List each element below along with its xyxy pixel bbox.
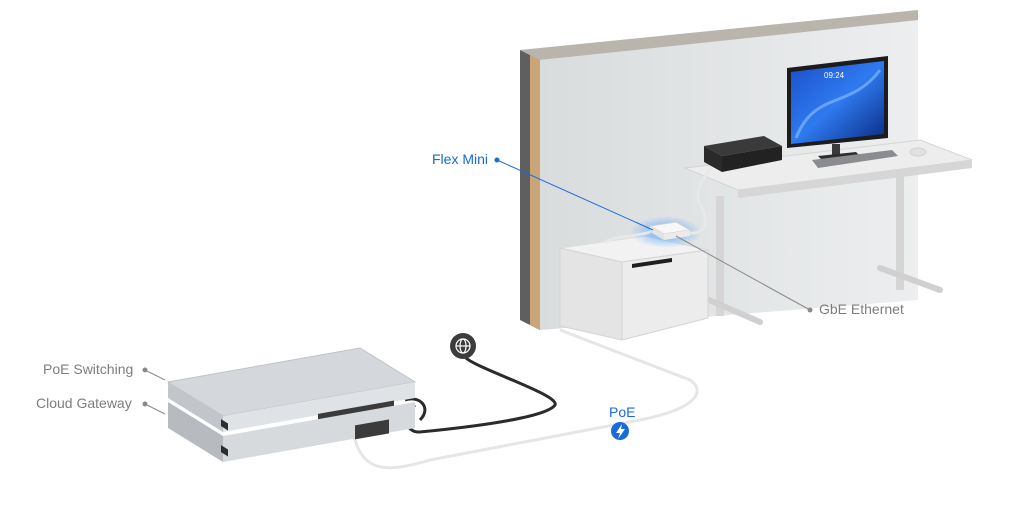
cloud-gateway-label: Cloud Gateway bbox=[36, 395, 132, 411]
poe-switching-leader-dot bbox=[142, 367, 148, 373]
poe-switching-leader bbox=[144, 369, 166, 381]
monitor-screen bbox=[791, 61, 884, 144]
wall-wood-layer bbox=[530, 55, 540, 330]
printer bbox=[704, 136, 782, 172]
cloud-gateway-front bbox=[168, 402, 223, 462]
desk-front-edge bbox=[738, 160, 972, 198]
cabinet-front bbox=[559, 247, 623, 341]
mouse bbox=[909, 147, 927, 157]
desk-foot-right bbox=[877, 265, 943, 293]
printer-front bbox=[704, 146, 722, 172]
gbe-ethernet-leader-dot bbox=[807, 307, 813, 313]
cloud-gateway-power-indicator bbox=[221, 445, 228, 457]
cable-internet-black bbox=[405, 356, 557, 434]
flex-mini-label: Flex Mini bbox=[432, 151, 489, 167]
desk-foot-left bbox=[697, 293, 763, 325]
monitor-clock: 09:24 bbox=[824, 71, 845, 80]
cabinet-handle bbox=[632, 258, 672, 268]
cloud-gateway-leader bbox=[144, 403, 166, 415]
flex-mini-device[interactable] bbox=[648, 221, 692, 240]
printer-top bbox=[704, 136, 782, 156]
lightning-bolt-icon bbox=[611, 422, 629, 440]
flex-mini-leader-dot bbox=[494, 157, 500, 163]
printer-side bbox=[722, 146, 782, 172]
keyboard bbox=[812, 150, 898, 168]
leader-lines bbox=[142, 157, 813, 415]
cloud-gateway-device[interactable] bbox=[168, 402, 415, 462]
poe-switch-side bbox=[223, 382, 415, 432]
cable-poe-white bbox=[350, 328, 699, 470]
cabinet-side bbox=[621, 249, 709, 341]
monitor-stand bbox=[832, 144, 840, 156]
poe-switching-label: PoE Switching bbox=[43, 361, 134, 377]
cable-flexmini-to-cabinet bbox=[603, 230, 651, 245]
flex-mini-side bbox=[664, 230, 690, 240]
cloud-gateway-side bbox=[223, 402, 415, 462]
flex-mini-front bbox=[650, 226, 664, 240]
cloud-gateway-port-block bbox=[355, 419, 389, 440]
cable-flexmini-to-desk bbox=[689, 166, 714, 235]
monitor bbox=[787, 56, 888, 162]
poe-switch-power-indicator bbox=[221, 419, 228, 431]
poe-label: PoE bbox=[609, 404, 636, 420]
gbe-ethernet-label: GbE Ethernet bbox=[819, 301, 904, 317]
flex-mini-leader bbox=[496, 159, 654, 231]
cable-uplink-black bbox=[404, 397, 427, 422]
poe-switch-front bbox=[168, 382, 223, 432]
network-rack bbox=[166, 347, 417, 462]
monitor-wallpaper-swirl bbox=[794, 69, 882, 139]
desk-leg-left bbox=[716, 196, 724, 316]
cabinet bbox=[559, 235, 709, 341]
desk-leg-right bbox=[896, 170, 904, 290]
cloud-gateway-leader-dot bbox=[142, 401, 148, 407]
wall-top-edge bbox=[520, 10, 918, 60]
globe-icon bbox=[450, 333, 476, 359]
gbe-ethernet-leader bbox=[675, 235, 811, 311]
